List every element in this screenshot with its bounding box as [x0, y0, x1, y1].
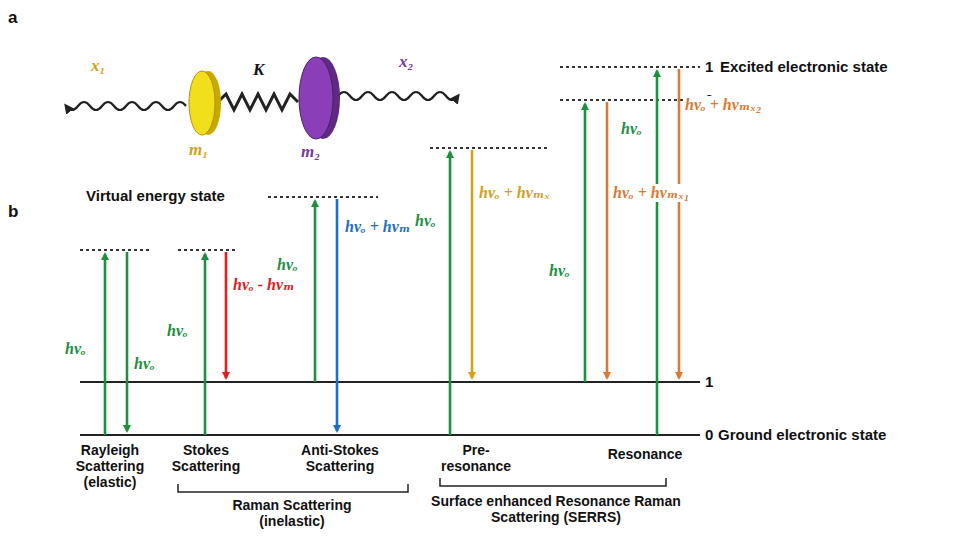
vibrational-level	[80, 381, 700, 383]
level-number: 0	[705, 426, 713, 443]
energy-label: hνₒ + hνₘ	[344, 218, 411, 236]
energy-label: hνₒ	[64, 340, 87, 358]
symbol-label: x₁	[90, 56, 106, 76]
virtual-level	[80, 249, 150, 251]
arrow	[606, 102, 609, 378]
virtual-level	[178, 249, 238, 251]
arrow	[204, 254, 207, 435]
method-label: Anti-Stokes Scattering	[285, 442, 395, 474]
ground-level	[80, 434, 700, 436]
energy-label: hνₒ	[620, 120, 643, 138]
level-label: Excited electronic state	[720, 58, 888, 75]
symbol-label: m₁	[188, 140, 209, 160]
method-label: Pre- resonance	[436, 442, 516, 474]
arrow	[584, 104, 587, 382]
symbol-label: m₂	[300, 142, 321, 162]
arrow	[225, 252, 228, 378]
method-label: Resonance	[595, 446, 695, 462]
energy-label: hνₒ	[166, 322, 189, 340]
arrow	[126, 252, 129, 431]
symbol-label: K	[252, 60, 265, 80]
bracket	[440, 478, 666, 486]
level-number: 1	[705, 373, 713, 390]
group-label: Raman Scattering (inelastic)	[217, 497, 367, 529]
excited-level	[560, 66, 700, 68]
energy-label: hνₒ + hνₘₓ	[478, 184, 551, 202]
energy-label: hνₒ	[548, 262, 571, 280]
group-label: Surface enhanced Resonance Raman Scatter…	[421, 493, 691, 525]
symbol-label: x₂	[398, 52, 414, 72]
arrow	[314, 201, 317, 382]
brackets	[178, 478, 666, 492]
arrow	[471, 150, 474, 378]
level-label: Virtual energy state	[86, 187, 225, 204]
mass-disk	[189, 71, 215, 135]
level-number: 1	[705, 58, 713, 75]
spring	[218, 94, 298, 110]
energy-label: hνₒ - hνₘ	[232, 276, 296, 294]
panel-letter: b	[8, 202, 18, 222]
level-label: Ground electronic state	[718, 426, 886, 443]
energy-label: hνₒ + hνₘₓ₂	[684, 96, 762, 114]
arrow	[336, 199, 339, 431]
arrow	[449, 152, 452, 435]
wave-line	[338, 92, 458, 100]
bracket	[178, 484, 408, 492]
method-label: Rayleigh Scattering (elastic)	[55, 442, 165, 490]
arrow	[656, 71, 659, 435]
mass-disk	[299, 57, 333, 139]
arrow	[678, 69, 681, 378]
energy-label: hνₒ	[133, 355, 156, 373]
arrow	[104, 254, 107, 435]
virtual-level	[430, 147, 550, 149]
panel-letter: a	[8, 8, 17, 28]
method-label: Stokes Scattering	[166, 442, 246, 474]
energy-label: hνₒ	[276, 256, 299, 274]
transitions	[105, 69, 679, 435]
virtual-level	[268, 196, 378, 198]
energy-label: hνₒ + hνₘₓ₁	[612, 184, 690, 202]
energy-levels	[80, 67, 700, 435]
wave-line	[66, 102, 186, 110]
energy-label: hνₒ	[414, 212, 437, 230]
